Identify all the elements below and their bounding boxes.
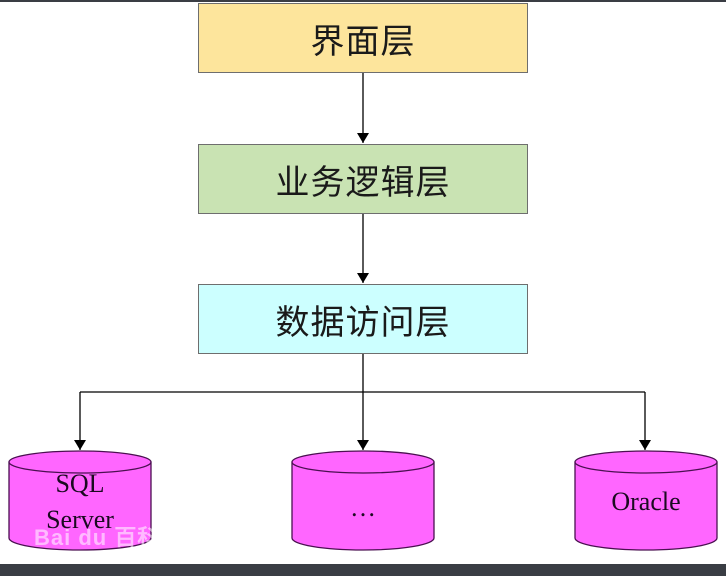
arrowhead-left xyxy=(74,440,86,450)
bottom-border xyxy=(0,564,726,576)
layer-business-logic-label: 业务逻辑层 xyxy=(275,162,451,203)
arrowhead-ui-to-business xyxy=(357,133,369,143)
arrowhead-middle xyxy=(357,440,369,450)
layer-business-logic: 业务逻辑层 xyxy=(198,144,528,214)
baidu-watermark: Bai du 百科 xyxy=(34,525,161,550)
layer-presentation: 界面层 xyxy=(198,3,528,73)
database-other: … xyxy=(291,450,435,551)
database-oracle-label: Oracle xyxy=(611,487,681,516)
layer-data-access-label: 数据访问层 xyxy=(275,302,451,343)
database-sql-label-line1: SQL xyxy=(55,469,105,498)
layer-presentation-label: 界面层 xyxy=(310,21,416,62)
cylinder-shape xyxy=(8,450,152,551)
layer-data-access: 数据访问层 xyxy=(198,284,528,354)
top-border xyxy=(0,0,726,2)
cylinder-shape xyxy=(574,450,718,551)
arrowhead-right xyxy=(639,440,651,450)
database-other-label: … xyxy=(350,493,376,522)
arrowhead-business-to-data xyxy=(357,273,369,283)
database-oracle: Oracle xyxy=(574,450,718,551)
cylinder-shape xyxy=(291,450,435,551)
database-sql-server: SQL Server xyxy=(8,450,152,551)
database-sql-label-line2: Server xyxy=(46,505,114,534)
